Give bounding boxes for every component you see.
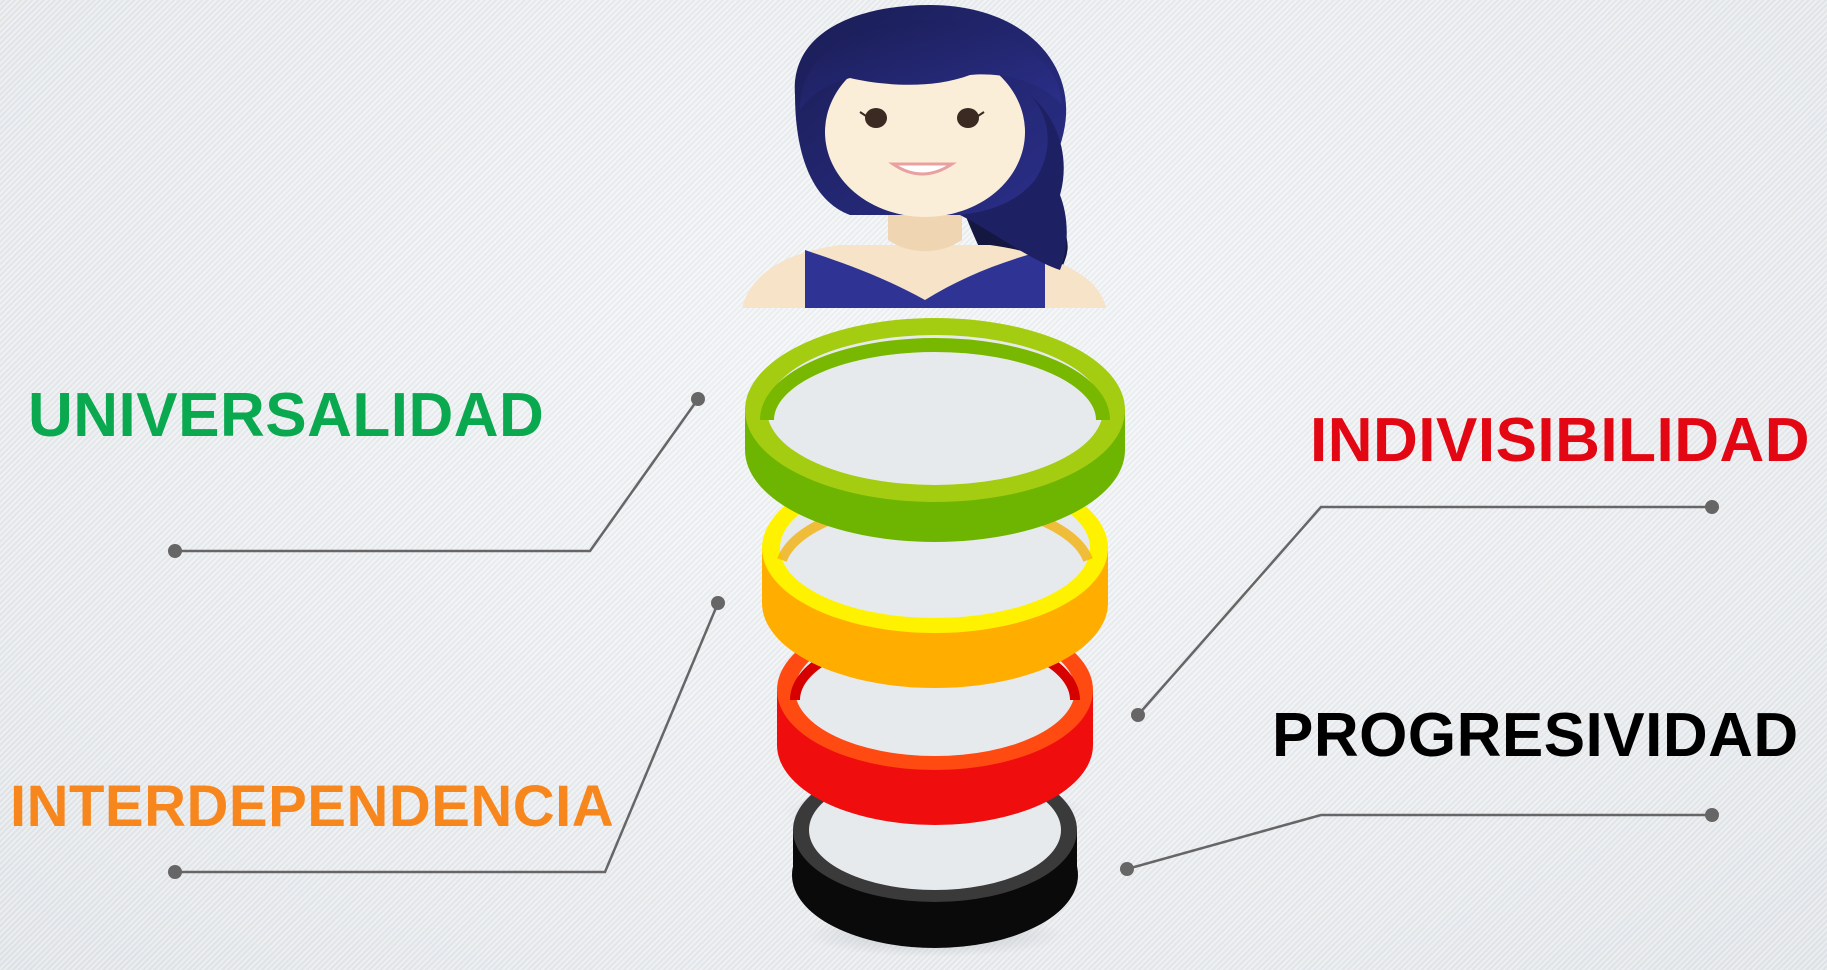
- label-progresividad: PROGRESIVIDAD: [1272, 701, 1799, 770]
- label-indivisibilidad: INDIVISIBILIDAD: [1310, 406, 1811, 475]
- connector-universalidad: [168, 392, 705, 558]
- connector-indivisibilidad: [1131, 500, 1719, 722]
- woman-avatar-icon: [742, 5, 1106, 308]
- label-universalidad: UNIVERSALIDAD: [28, 381, 545, 450]
- label-interdependencia: INTERDEPENDENCIA: [10, 774, 615, 839]
- connector-progresividad: [1120, 808, 1719, 876]
- connector-interdependencia: [168, 596, 725, 879]
- green-ring: [745, 318, 1125, 542]
